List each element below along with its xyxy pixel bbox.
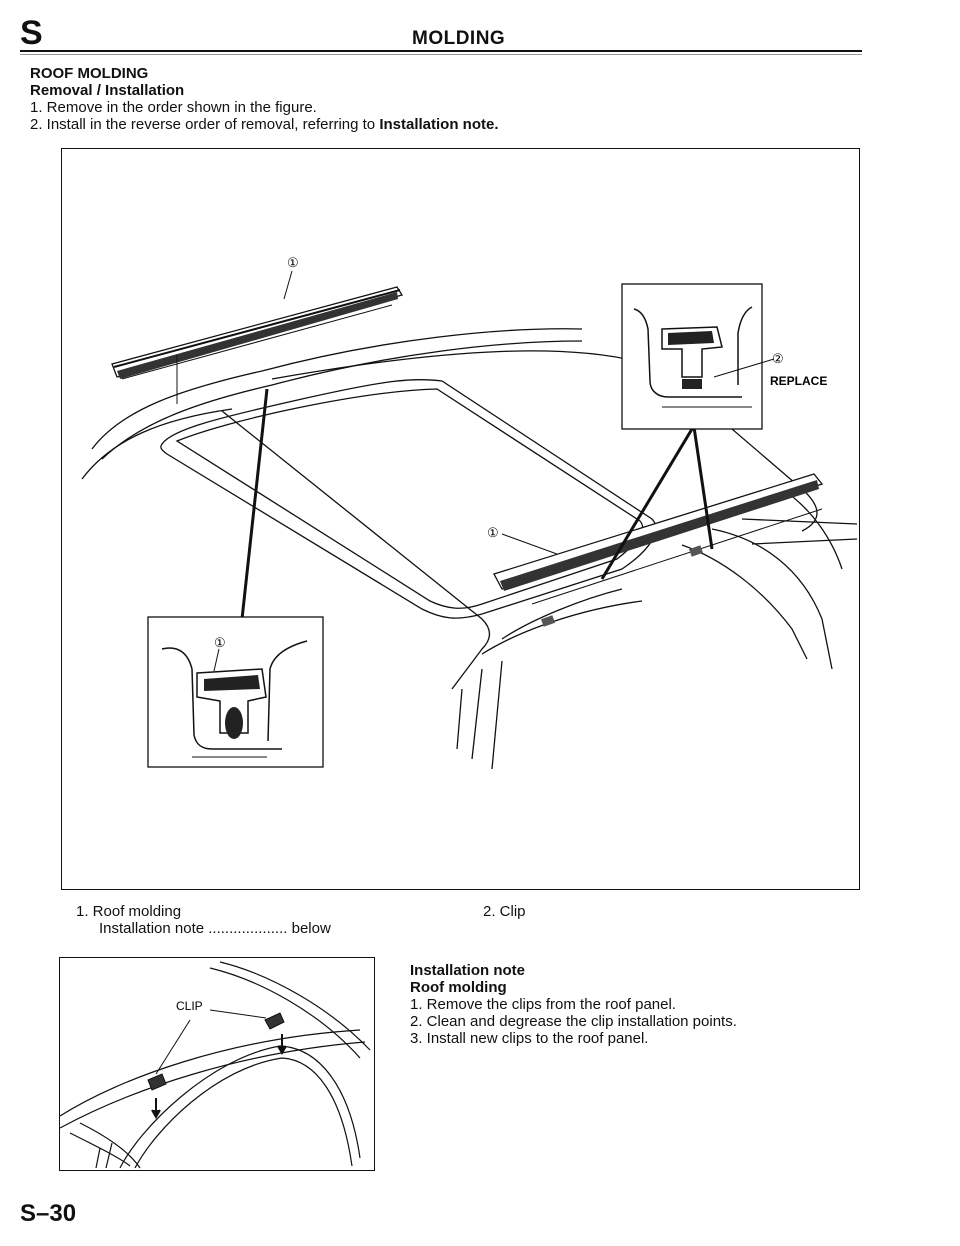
legend-item-2: 2. Clip xyxy=(483,903,526,920)
callout-1-inset: ① xyxy=(214,635,226,650)
intro-step-2: 2. Install in the reverse order of remov… xyxy=(30,116,499,133)
main-figure-frame: ① ① ② REPLACE xyxy=(61,148,860,890)
header-rule-thin xyxy=(20,54,862,55)
section-heading: ROOF MOLDING xyxy=(30,65,149,82)
section-letter: S xyxy=(20,14,44,52)
clip-figure-frame: CLIP xyxy=(59,957,375,1171)
callout-1-right: ① xyxy=(487,525,499,540)
legend-item-1-note: Installation note ................... be… xyxy=(99,920,331,937)
roof-molding-part-left xyxy=(111,286,404,404)
arrow-down-icon xyxy=(277,1034,287,1056)
header-rule xyxy=(20,50,862,52)
note-heading: Installation note xyxy=(410,962,526,979)
car-roof-drawing xyxy=(81,328,858,770)
legend-item-1: 1. Roof molding xyxy=(76,903,182,920)
callout-2: ② xyxy=(772,351,784,366)
intro-step-2-ref: Installation note. xyxy=(379,116,499,133)
clip-icon-left xyxy=(147,1073,167,1091)
roof-molding-part-right xyxy=(493,473,824,627)
note-step-3: 3. Install new clips to the roof panel. xyxy=(410,1030,649,1047)
replace-label: REPLACE xyxy=(770,374,827,388)
callout-1-top: ① xyxy=(287,255,299,270)
molding-detail-inset xyxy=(147,616,324,768)
intro-step-1: 1. Remove in the order shown in the figu… xyxy=(30,99,317,116)
section-subheading: Removal / Installation xyxy=(30,82,185,99)
legend-note-ref: below xyxy=(291,920,331,937)
note-step-2: 2. Clean and degrease the clip installat… xyxy=(410,1013,737,1030)
intro-block: ROOF MOLDING Removal / Installation 1. R… xyxy=(30,65,499,133)
note-subheading: Roof molding xyxy=(410,979,507,996)
note-step-1: 1. Remove the clips from the roof panel. xyxy=(410,996,676,1013)
page-number: S–30 xyxy=(20,1200,77,1227)
clip-icon-right xyxy=(264,1012,285,1030)
installation-note: Installation note Roof molding 1. Remove… xyxy=(410,962,737,1047)
page-title: MOLDING xyxy=(412,28,506,49)
intro-step-2-text: 2. Install in the reverse order of remov… xyxy=(30,116,380,133)
clip-label: CLIP xyxy=(176,999,203,1013)
arrow-down-icon xyxy=(151,1098,161,1120)
legend-leader-dots: ................... xyxy=(208,920,288,937)
legend-note-text: Installation note xyxy=(99,920,205,937)
clip-location-illustration: CLIP xyxy=(60,961,371,1169)
roof-molding-illustration: ① ① ② REPLACE xyxy=(81,255,858,770)
clip-detail-inset xyxy=(621,283,763,430)
